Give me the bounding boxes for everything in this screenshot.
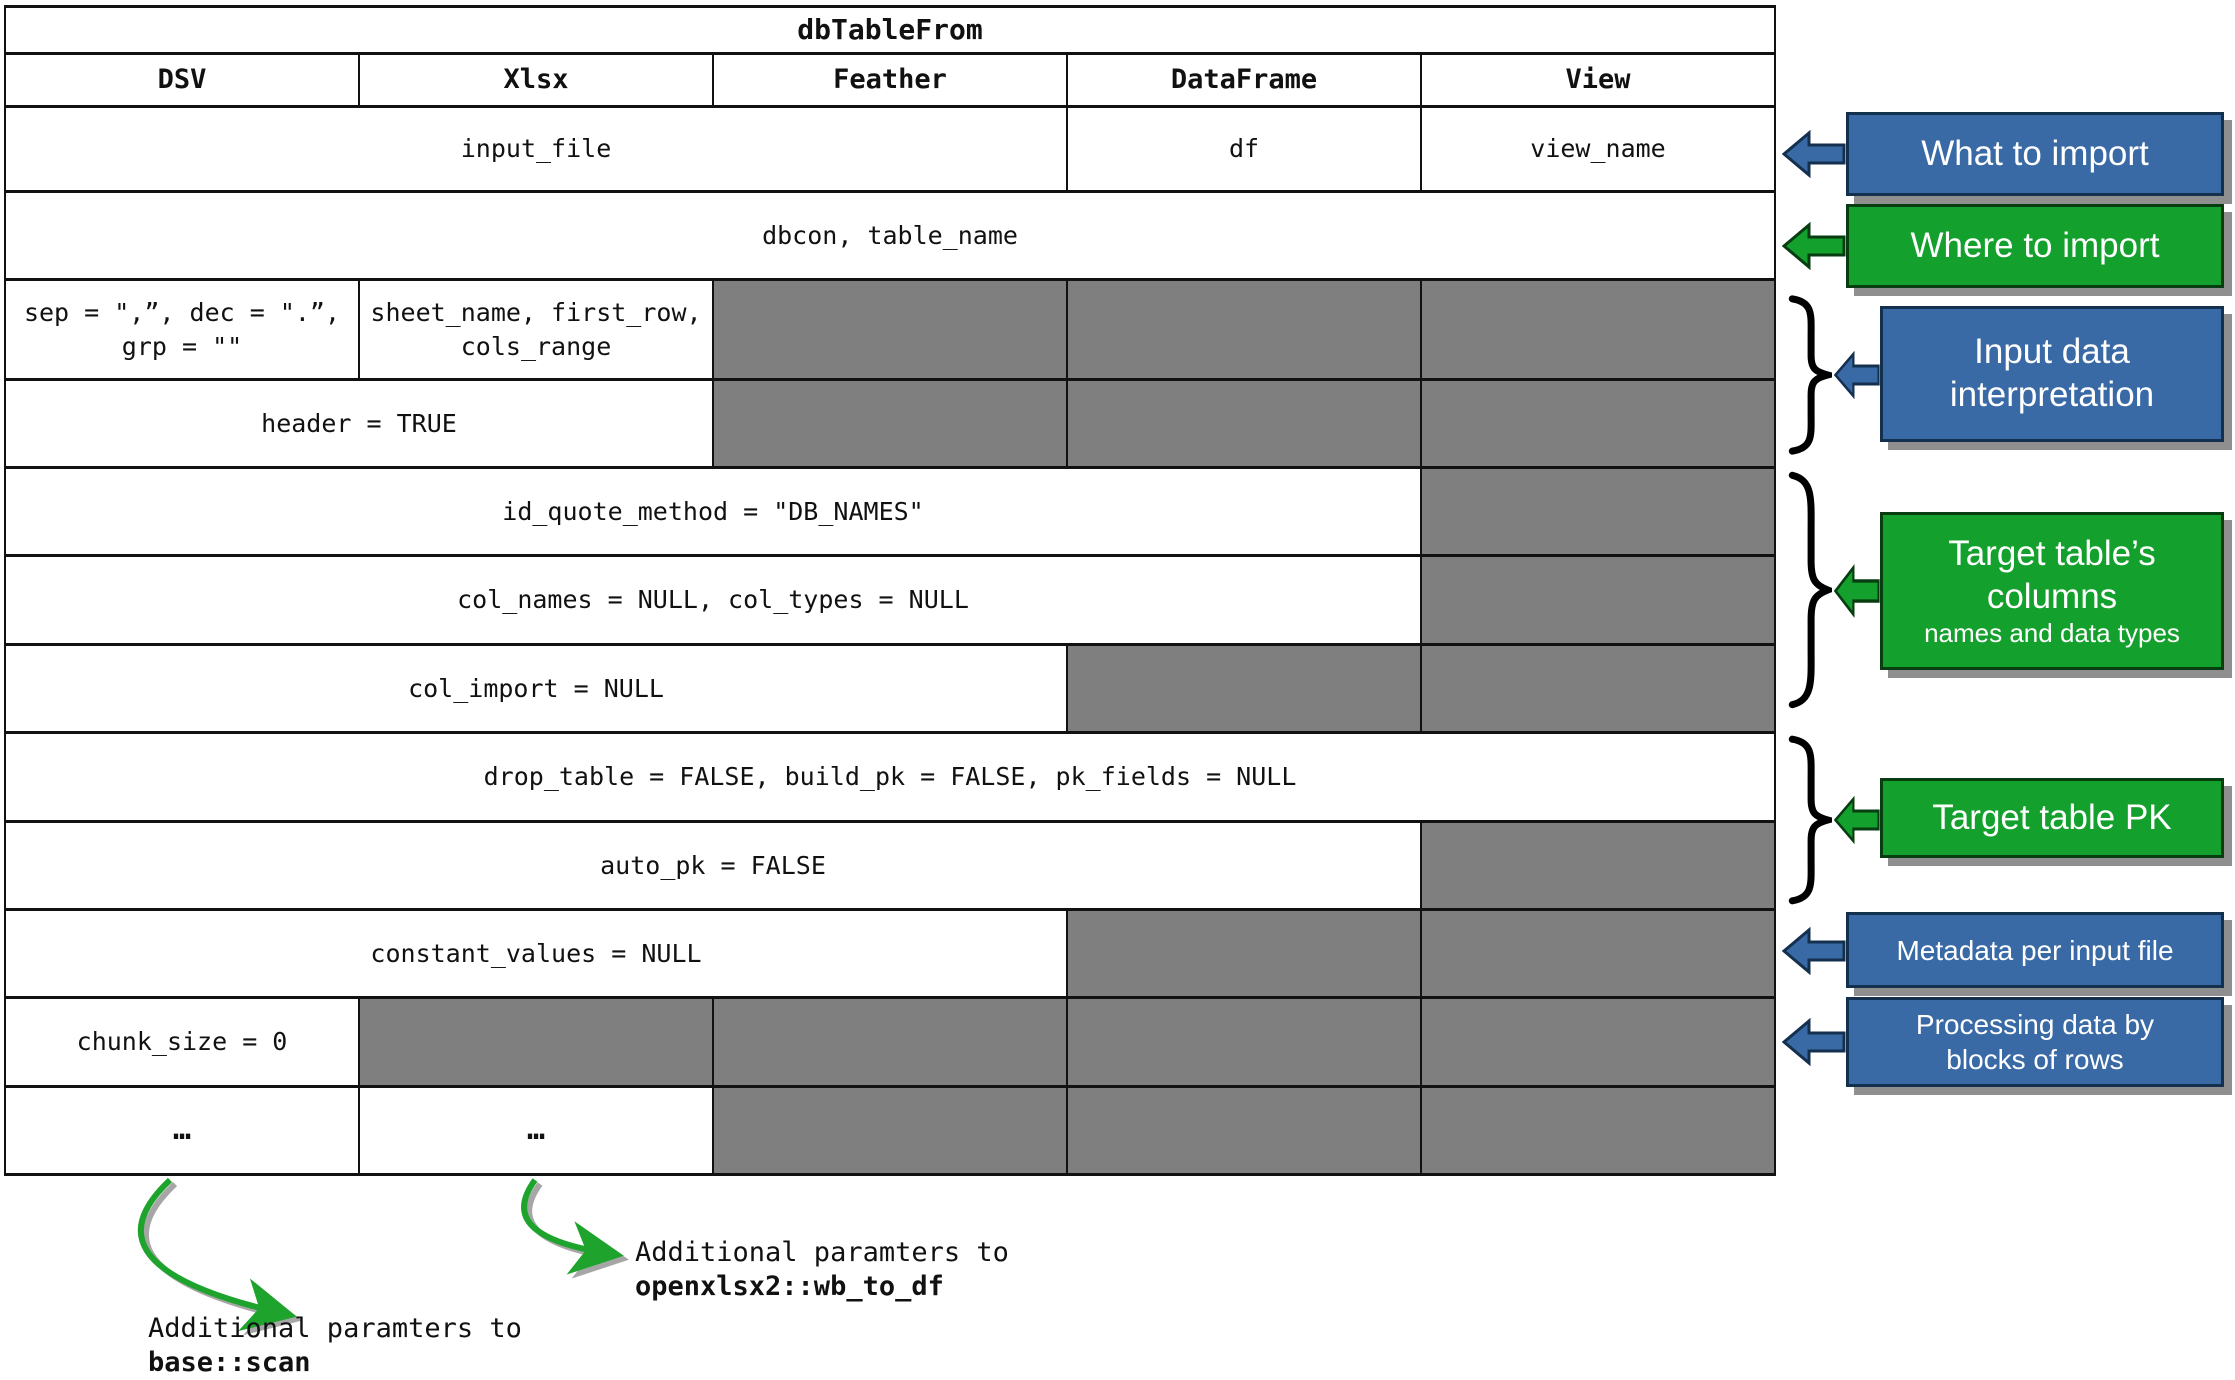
column-header-dsv: DSV: [4, 52, 360, 108]
left-arrow-icon: [1782, 129, 1846, 179]
cell-disabled: [1066, 643, 1422, 734]
left-arrow-icon: [1834, 350, 1880, 400]
cell-disabled: [1066, 378, 1422, 469]
cell-disabled: [1420, 908, 1776, 999]
column-header-feather: Feather: [712, 52, 1068, 108]
note-openxlsx2: Additional paramters to openxlsx2::wb_to…: [635, 1236, 1009, 1304]
cell-chunk-size: chunk_size = 0: [4, 996, 360, 1088]
cell-disabled: [1420, 378, 1776, 469]
cell-disabled: [1420, 820, 1776, 911]
callout-label: Input data interpretation: [1949, 332, 2155, 414]
cell-sheet-name: sheet_name, first_row, cols_range: [358, 278, 714, 381]
note-base-scan: Additional paramters to base::scan: [148, 1312, 522, 1380]
cell-sep-dec-grp: sep = ",”, dec = ".”, grp = "": [4, 278, 360, 381]
cell-header-true: header = TRUE: [4, 378, 714, 469]
note-line: Additional paramters to: [635, 1237, 1009, 1268]
cell-view-name: view_name: [1420, 105, 1776, 193]
row-ellipsis: … …: [4, 1085, 1776, 1176]
cell-auto-pk: auto_pk = FALSE: [4, 820, 1422, 911]
note-function-name: openxlsx2::wb_to_df: [635, 1271, 944, 1302]
left-arrow-icon: [1782, 926, 1846, 976]
row-constant-values: constant_values = NULL: [4, 908, 1776, 999]
cell-xlsx-ellipsis: …: [358, 1085, 714, 1176]
callout-metadata-per-input-file: Metadata per input file: [1846, 912, 2224, 988]
row-id-quote-method: id_quote_method = "DB_NAMES": [4, 466, 1776, 557]
curly-brace-icon: [1786, 734, 1832, 906]
row-input-file: input_file df view_name: [4, 105, 1776, 193]
cell-disabled: [1420, 1085, 1776, 1176]
cell-col-import: col_import = NULL: [4, 643, 1068, 734]
cell-disabled: [1420, 278, 1776, 381]
note-function-name: base::scan: [148, 1347, 311, 1378]
cell-disabled: [1420, 466, 1776, 557]
arrow-to-base-scan: [137, 1177, 297, 1332]
cell-drop-table: drop_table = FALSE, build_pk = FALSE, pk…: [4, 731, 1776, 823]
curved-green-arrows: [137, 1177, 629, 1336]
left-arrow-icon: [1834, 795, 1880, 845]
cell-constant-values: constant_values = NULL: [4, 908, 1068, 999]
callout-processing-data-by-blocks: Processing data by blocks of rows: [1846, 997, 2224, 1087]
table-header-row: DSV Xlsx Feather DataFrame View: [4, 52, 1776, 108]
cell-disabled: [358, 996, 714, 1088]
row-header-true: header = TRUE: [4, 378, 1776, 469]
cell-dbcon-table-name: dbcon, table_name: [4, 190, 1776, 281]
cell-disabled: [1066, 908, 1422, 999]
callout-sublabel: names and data types: [1924, 617, 2180, 648]
callout-target-table-pk: Target table PK: [1880, 778, 2224, 858]
callout-label: Target table PK: [1932, 797, 2172, 837]
cell-dsv-ellipsis: …: [4, 1085, 360, 1176]
row-col-import: col_import = NULL: [4, 643, 1776, 734]
callout-input-data-interpretation: Input data interpretation: [1880, 306, 2224, 442]
cell-disabled: [1420, 554, 1776, 646]
callout-label: Target table’s columns: [1948, 534, 2156, 617]
callout-label: What to import: [1921, 133, 2149, 173]
cell-df: df: [1066, 105, 1422, 193]
cell-disabled: [1420, 996, 1776, 1088]
cell-disabled: [1066, 1085, 1422, 1176]
row-chunk-size: chunk_size = 0: [4, 996, 1776, 1088]
callout-what-to-import: What to import: [1846, 112, 2224, 196]
row-sep-sheet: sep = ",”, dec = ".”, grp = "" sheet_nam…: [4, 278, 1776, 381]
column-header-dataframe: DataFrame: [1066, 52, 1422, 108]
curly-brace-icon: [1786, 468, 1832, 712]
cell-disabled: [1420, 643, 1776, 734]
row-auto-pk: auto_pk = FALSE: [4, 820, 1776, 911]
column-header-xlsx: Xlsx: [358, 52, 714, 108]
row-col-names: col_names = NULL, col_types = NULL: [4, 554, 1776, 646]
left-arrow-icon: [1782, 221, 1846, 271]
cell-disabled: [712, 378, 1068, 469]
callout-label: Processing data by blocks of rows: [1915, 1009, 2155, 1075]
cell-col-names: col_names = NULL, col_types = NULL: [4, 554, 1422, 646]
callout-label: Where to import: [1910, 225, 2160, 265]
left-arrow-icon: [1782, 1017, 1846, 1067]
parameter-table: dbTableFrom DSV Xlsx Feather DataFrame V…: [4, 5, 1776, 1176]
cell-disabled: [712, 996, 1068, 1088]
cell-disabled: [1066, 278, 1422, 381]
callout-label: Metadata per input file: [1896, 934, 2174, 966]
arrow-to-wb-to-df: [521, 1178, 624, 1275]
curly-brace-icon: [1786, 294, 1832, 456]
table-title-row: dbTableFrom: [4, 5, 1776, 55]
callout-where-to-import: Where to import: [1846, 204, 2224, 288]
cell-id-quote-method: id_quote_method = "DB_NAMES": [4, 466, 1422, 557]
row-drop-table: drop_table = FALSE, build_pk = FALSE, pk…: [4, 731, 1776, 823]
column-header-view: View: [1420, 52, 1776, 108]
cell-disabled: [1066, 996, 1422, 1088]
note-line: Additional paramters to: [148, 1313, 522, 1344]
callout-target-table-columns: Target table’s columns names and data ty…: [1880, 512, 2224, 670]
row-dbcon: dbcon, table_name: [4, 190, 1776, 281]
cell-input-file: input_file: [4, 105, 1068, 193]
cell-disabled: [712, 1085, 1068, 1176]
cell-disabled: [712, 278, 1068, 381]
left-arrow-icon: [1834, 563, 1880, 619]
table-title: dbTableFrom: [4, 5, 1776, 55]
